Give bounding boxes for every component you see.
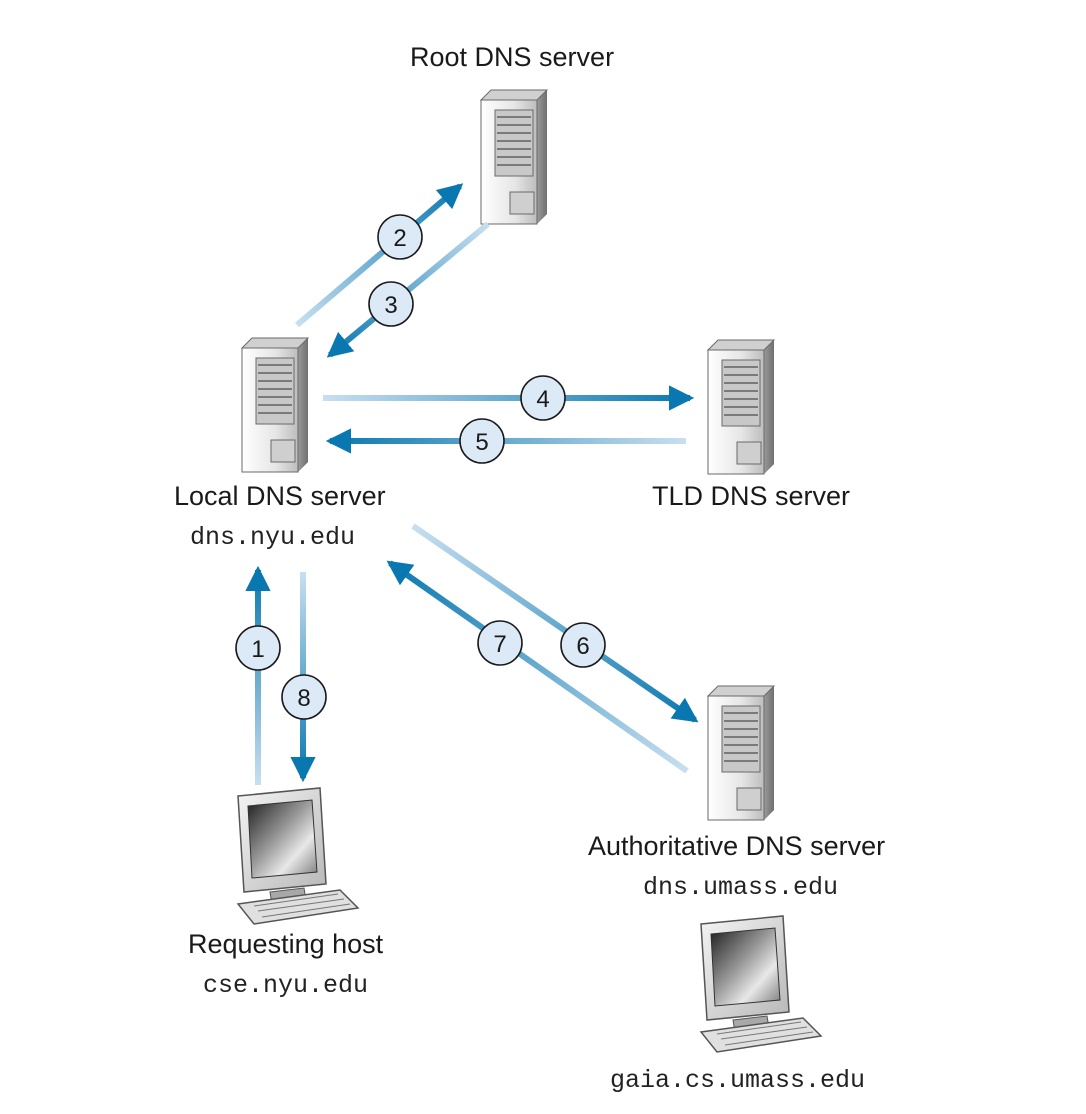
local-dns-server-hostname: dns.nyu.edu xyxy=(190,523,356,552)
authoritative-dns-server-title: Authoritative DNS server xyxy=(588,831,886,861)
authoritative-dns-server-hostname: dns.umass.edu xyxy=(643,873,839,902)
local-dns-server-icon xyxy=(240,337,310,473)
tld-dns-server-icon xyxy=(706,339,776,475)
step-number: 5 xyxy=(475,429,488,456)
step-number: 8 xyxy=(297,685,310,712)
root-dns-server-title: Root DNS server xyxy=(410,42,615,72)
step-number: 1 xyxy=(251,636,264,663)
step-badge-5: 5 xyxy=(459,418,505,464)
authoritative-dns-server-icon xyxy=(706,685,776,821)
arrow-step-7 xyxy=(386,560,689,774)
step-number: 7 xyxy=(493,631,506,658)
step-badge-3: 3 xyxy=(368,281,414,327)
arrow-step-2 xyxy=(295,183,464,328)
step-number: 4 xyxy=(536,386,549,413)
arrow-step-6 xyxy=(411,523,699,723)
requesting-host-hostname: cse.nyu.edu xyxy=(203,971,369,1000)
step-number: 6 xyxy=(576,633,589,660)
step-badge-6: 6 xyxy=(560,622,606,668)
step-badge-1: 1 xyxy=(235,625,281,671)
step-badge-7: 7 xyxy=(477,620,523,666)
gaia-host-hostname: gaia.cs.umass.edu xyxy=(610,1066,866,1095)
step-number: 3 xyxy=(384,292,397,319)
gaia-host-computer-icon xyxy=(699,915,823,1053)
local-dns-server-title: Local DNS server xyxy=(174,481,386,511)
requesting-host-computer-icon xyxy=(236,787,360,925)
step-badge-4: 4 xyxy=(520,375,566,421)
arrow-step-3 xyxy=(326,221,490,358)
requesting-host-title: Requesting host xyxy=(188,929,384,959)
root-dns-server-icon xyxy=(479,89,549,225)
step-badge-2: 2 xyxy=(377,214,423,260)
tld-dns-server-title: TLD DNS server xyxy=(652,481,851,511)
step-badge-8: 8 xyxy=(281,674,327,720)
step-number: 2 xyxy=(393,225,406,252)
